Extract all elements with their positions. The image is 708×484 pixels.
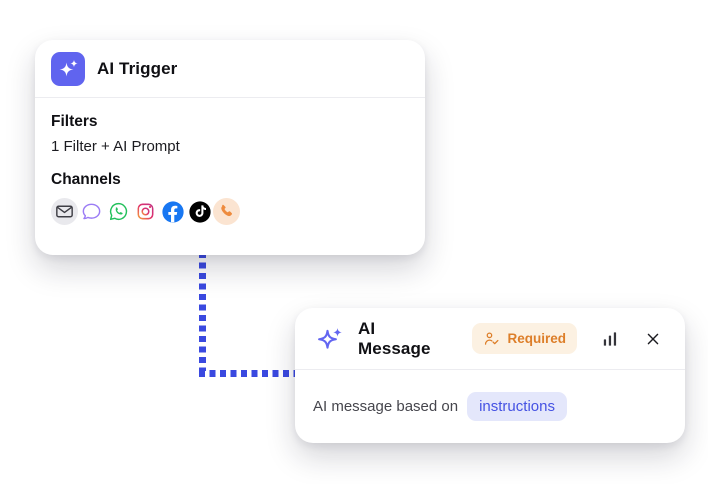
instructions-chip[interactable]: instructions: [467, 391, 567, 421]
ai-sparkle-icon: [51, 51, 85, 86]
required-badge-label: Required: [507, 331, 566, 346]
trigger-card-title: AI Trigger: [97, 58, 178, 78]
channels-label: Channels: [51, 171, 121, 188]
analytics-button[interactable]: [598, 327, 622, 351]
message-card-title: AI Message: [358, 318, 431, 358]
message-body-text: AI message based on: [313, 397, 459, 415]
phone-icon: [213, 198, 240, 225]
filters-value: 1 Filter + AI Prompt: [51, 138, 180, 155]
ai-sparkle-outline-icon: [315, 324, 345, 354]
close-button[interactable]: [641, 327, 665, 351]
connector-line-vertical: [199, 252, 206, 371]
facebook-icon: [159, 198, 186, 225]
close-icon: [647, 333, 659, 344]
filters-label: Filters: [51, 113, 98, 130]
whatsapp-icon: [105, 198, 132, 225]
message-card-body: AI message based on instructions: [295, 370, 685, 442]
required-badge[interactable]: Required: [472, 323, 577, 354]
trigger-card-body: Filters 1 Filter + AI Prompt Channels: [35, 98, 425, 225]
person-check-icon: [485, 332, 499, 345]
message-card-header: AI Message Required: [295, 308, 685, 370]
ai-trigger-card[interactable]: AI Trigger Filters 1 Filter + AI Prompt …: [35, 40, 425, 255]
tiktok-icon: [186, 198, 213, 225]
connector-line-horizontal: [199, 370, 296, 377]
ai-message-card[interactable]: AI Message Required: [295, 308, 685, 443]
chat-bubble-icon: [78, 198, 105, 225]
email-icon: [51, 198, 78, 225]
analytics-chart-icon: [603, 331, 617, 346]
channel-icon-row: [51, 198, 409, 225]
instagram-icon: [132, 198, 159, 225]
trigger-card-header: AI Trigger: [35, 40, 425, 98]
